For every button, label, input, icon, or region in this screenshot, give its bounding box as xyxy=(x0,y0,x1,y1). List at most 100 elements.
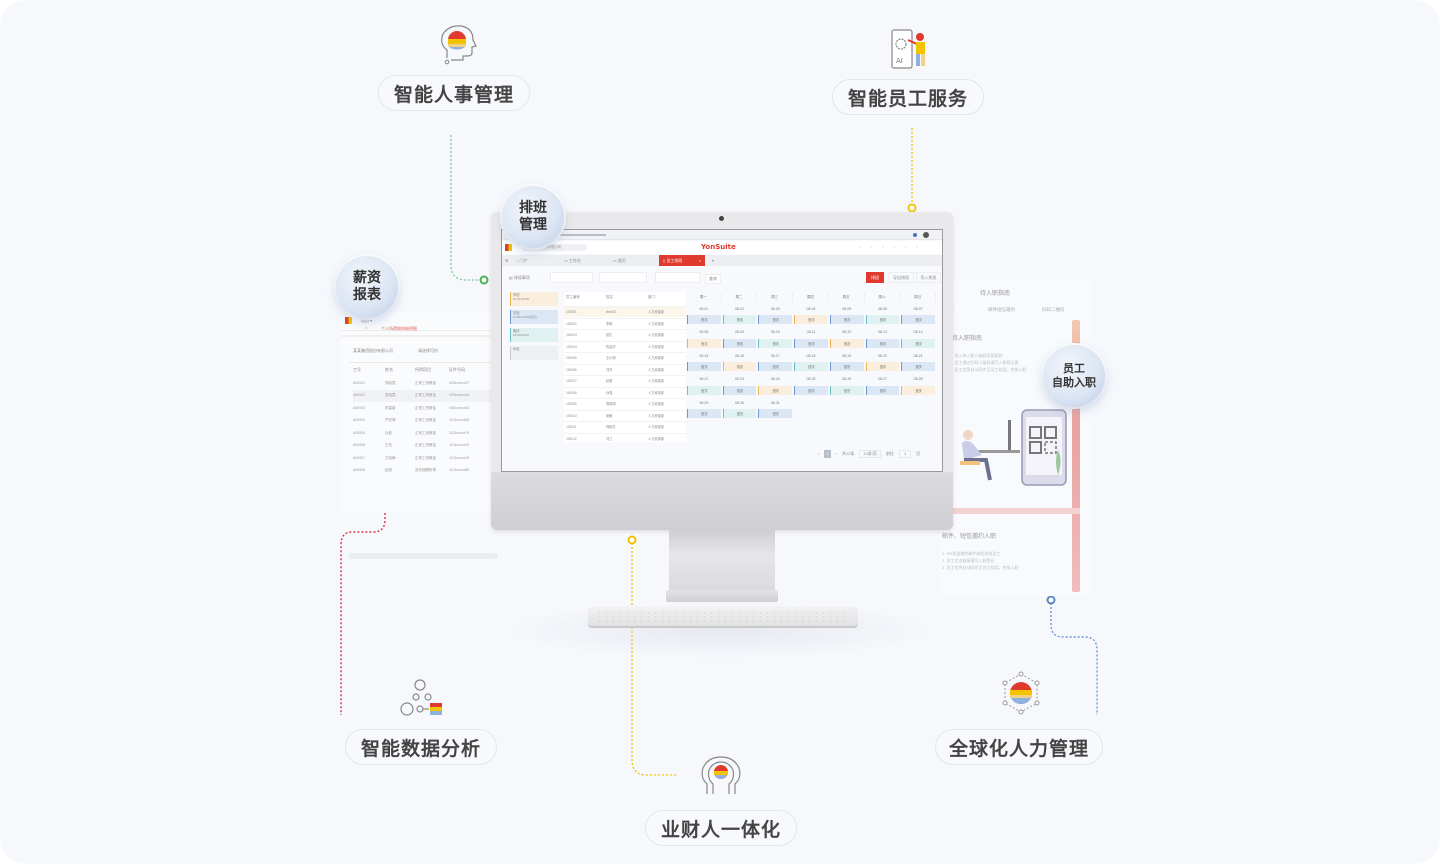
shift-cell[interactable]: 班次 xyxy=(901,385,935,395)
table-row[interactable]: 100002 李明 人力资源部 xyxy=(564,317,686,329)
tab-portal[interactable]: ⌂ 门户 xyxy=(516,258,528,263)
export-button[interactable]: 导出排班 xyxy=(888,272,914,283)
calendar-date: 08-29 xyxy=(699,400,709,405)
table-row[interactable]: 100001 test001 人力资源部 xyxy=(564,306,686,317)
shift-cell[interactable]: 班次 xyxy=(687,315,721,324)
shift-cell[interactable]: 班次 xyxy=(794,362,828,371)
shift-cell[interactable]: 班次 xyxy=(722,315,757,324)
header-icons[interactable]: ◌◌◌◌◌◌ xyxy=(859,244,928,249)
page-size-select[interactable]: 10条/页 xyxy=(859,450,881,458)
table-row[interactable]: 100006 刘洋 人力资源部 xyxy=(564,363,686,375)
shift-cell[interactable]: 班次 xyxy=(829,315,864,324)
shift-cell[interactable]: 班次 xyxy=(687,338,721,348)
table-row[interactable]: 100005 王小明 人力资源部 xyxy=(564,352,686,363)
calendar-date: 08-23 xyxy=(735,377,745,381)
shift-cell[interactable]: 班次 xyxy=(829,362,864,371)
feature-global-hr[interactable]: 全球化人力管理 xyxy=(935,729,1103,765)
shift-cell[interactable]: 班次 xyxy=(865,338,900,348)
date-end-input[interactable] xyxy=(599,272,647,283)
calendar-date: 08-02 xyxy=(735,306,745,311)
shift-cell[interactable]: 班次 xyxy=(794,338,828,348)
shift-cell[interactable]: 班次 xyxy=(865,385,900,395)
shift-cell[interactable]: 班次 xyxy=(758,385,793,395)
shift-cell[interactable]: 班次 xyxy=(865,315,900,324)
table-row[interactable]: 100010 吴敏 人力资源部 xyxy=(564,409,686,421)
shift-cell[interactable]: 班次 xyxy=(758,409,793,418)
shift-cell[interactable]: 班次 xyxy=(722,385,757,395)
browser-address-bar[interactable]: + xyxy=(502,230,942,240)
goto-page-input[interactable]: 1 xyxy=(898,450,912,458)
schedule-button[interactable]: 排班 xyxy=(866,272,884,283)
instruction-line: 3. 员工信息自动同步至员工档案，完成入职 xyxy=(950,367,1027,373)
table-row[interactable]: 100008 孙强 人力资源部 xyxy=(564,386,686,398)
ai-presenter-icon: AI xyxy=(891,29,925,69)
shift-cell[interactable]: 班次 xyxy=(901,315,935,324)
shift-cell[interactable]: 班次 xyxy=(901,362,935,371)
shift-cell[interactable]: 班次 xyxy=(901,338,935,348)
org-selector[interactable] xyxy=(522,244,587,251)
shift-cell[interactable]: 班次 xyxy=(687,362,721,371)
table-row[interactable]: 100007 赵丽 人力资源部 xyxy=(564,375,686,386)
shift-cell[interactable]: 班次 xyxy=(865,362,900,371)
app-menu-icon[interactable] xyxy=(505,244,512,251)
table-row[interactable]: 100011 郑晓东 人力资源部 xyxy=(564,421,686,432)
search-input[interactable] xyxy=(655,272,700,283)
shift-cell[interactable]: 班次 xyxy=(687,385,721,395)
calendar-date: 08-09 xyxy=(735,330,745,334)
table-row[interactable]: 100009 周晓明 人力资源部 xyxy=(564,398,686,409)
salary-report-panel: 首页 ▾ ⌂ 个人所得税申报明细 某某集团股份有限公司 请选择月份 工号 姓名 … xyxy=(341,312,499,512)
table-row[interactable]: 100004 陈建华 人力资源部 xyxy=(564,340,686,352)
bubble-shift-management[interactable]: 排班管理 xyxy=(502,186,564,248)
tab-home[interactable]: ▭ 首页 xyxy=(613,258,626,263)
instruction-line: 2. 员工通过扫码二维码填写入职登记表 xyxy=(950,360,1019,366)
table-row[interactable]: 100003 张红 人力资源部 xyxy=(564,329,686,340)
shift-cell[interactable]: 班次 xyxy=(758,362,793,371)
shift-cell[interactable]: 班次 xyxy=(829,385,864,395)
shift-type-card[interactable]: 休息 xyxy=(510,346,558,360)
shift-cell[interactable]: 班次 xyxy=(722,409,757,418)
feature-hr-management[interactable]: 智能人事管理 xyxy=(378,75,530,111)
company-select[interactable]: 某某集团股份有限公司 xyxy=(353,348,393,353)
feature-data-analysis[interactable]: 智能数据分析 xyxy=(345,729,497,765)
shift-cell[interactable]: 班次 xyxy=(758,315,793,324)
pagination: ‹ 1 › 共12条 10条/页 前往 1 页 xyxy=(818,450,921,458)
shift-cell[interactable]: 班次 xyxy=(829,338,864,348)
period-select[interactable]: 请选择月份 xyxy=(418,348,438,353)
weekday-header: 周二 xyxy=(722,293,758,302)
bubble-self-onboarding[interactable]: 员工自助入职 xyxy=(1043,345,1105,407)
shift-cell[interactable]: 班次 xyxy=(722,362,757,371)
shift-cell[interactable]: 班次 xyxy=(794,315,828,324)
filter-dropdown[interactable]: ▤ 排班事项 xyxy=(509,275,530,280)
feature-finance-hr[interactable]: 业财人一体化 xyxy=(645,810,797,846)
shift-cell[interactable]: 班次 xyxy=(794,385,828,395)
import-button[interactable]: 导入排班 xyxy=(916,272,941,283)
bubble-salary-report[interactable]: 薪资报表 xyxy=(336,256,398,318)
tab-workbench[interactable]: ▭ 工作台 xyxy=(564,258,581,263)
tab-shift-schedule[interactable]: ▯ 员工排班 × xyxy=(659,255,705,266)
tab-qr-code[interactable]: 扫码二维码 xyxy=(1042,307,1065,312)
breadcrumb[interactable]: 个人所得税申报明细 xyxy=(381,326,417,331)
shift-cell[interactable]: 班次 xyxy=(687,409,721,418)
query-button[interactable]: 查询 xyxy=(705,274,721,284)
shift-cell[interactable]: 班次 xyxy=(758,338,793,348)
tab-email-invite[interactable]: 邮件短信邀约 xyxy=(988,307,1015,312)
page-current[interactable]: 1 xyxy=(824,450,831,458)
shift-cell[interactable]: 班次 xyxy=(722,338,757,348)
date-start-input[interactable] xyxy=(550,272,593,283)
toolbar: ▤ 排班事项 查询 排班 导出排班 导入排班 xyxy=(502,267,942,289)
feature-employee-service[interactable]: 智能员工服务 xyxy=(832,79,984,115)
calendar-date: 08-30 xyxy=(735,400,745,405)
table-row[interactable]: 100012 冯江 人力资源部 xyxy=(564,432,686,444)
